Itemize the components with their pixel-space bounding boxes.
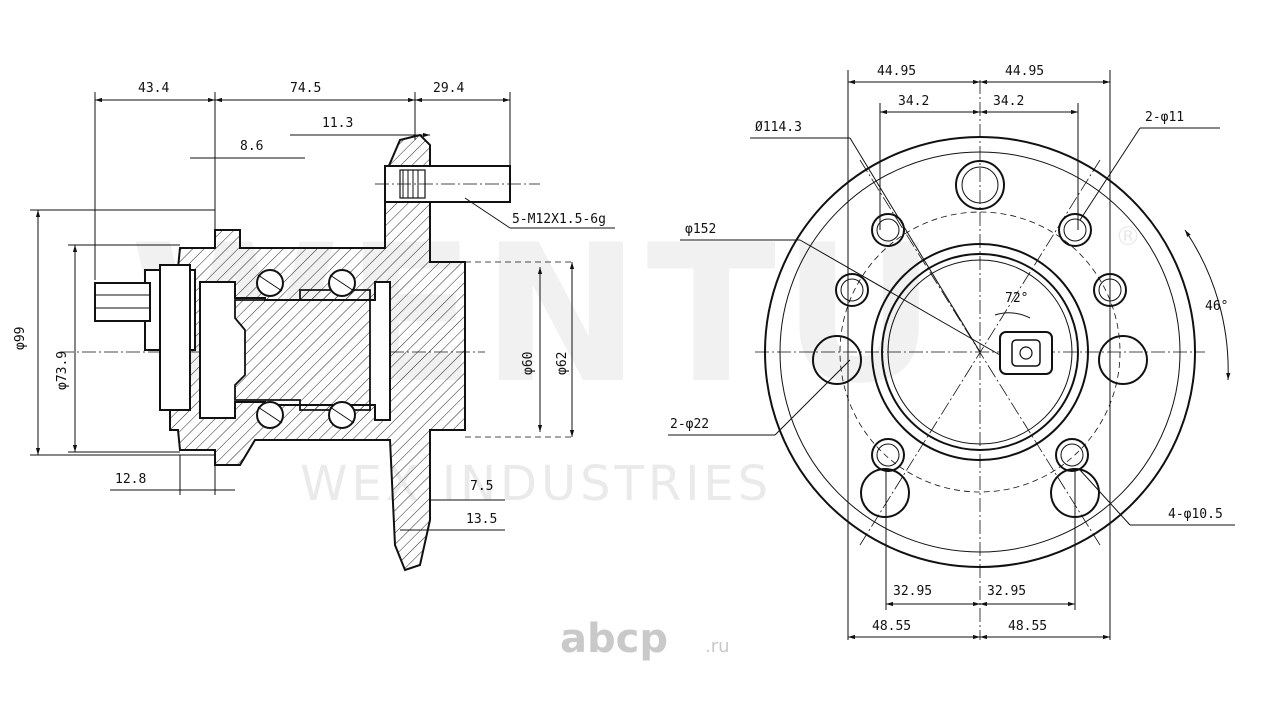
dim-top-r1: 44.95 [1005,64,1044,79]
site-logo: abcp .ru [560,616,730,662]
dim-phi99: φ99 [13,327,28,350]
dim-7-5: 7.5 [470,479,493,494]
logo-tld: .ru [705,636,730,657]
dim-bot-r2: 48.55 [1008,619,1047,634]
dim-top-l2: 34.2 [898,94,929,109]
dim-ang72: 72° [1005,291,1028,306]
wheel-stud [375,165,540,203]
dim-top-l1: 44.95 [877,64,916,79]
dim-29-4: 29.4 [433,81,464,96]
bearing-balls [256,269,356,429]
dim-phi60: φ60 [521,352,536,375]
dim-43-4: 43.4 [138,81,169,96]
dim-holes10-5: 4-φ10.5 [1168,507,1223,522]
watermark-company: WEX INDUSTRIES [300,456,772,512]
front-view: 44.95 44.95 34.2 34.2 Ø114.3 2-φ11 φ152 … [668,64,1235,640]
dim-phi73-9: φ73.9 [55,351,70,390]
dim-holes11: 2-φ11 [1145,110,1184,125]
dim-phi62: φ62 [555,352,570,375]
dim-bot-r1: 32.95 [987,584,1026,599]
dim-bot-l1: 32.95 [893,584,932,599]
dim-12-8: 12.8 [115,472,146,487]
watermark-registered: ® [1115,222,1141,252]
dim-11-3: 11.3 [322,116,353,131]
dim-phi152: φ152 [685,222,716,237]
dim-bot-l2: 48.55 [872,619,911,634]
dim-top-r2: 34.2 [993,94,1024,109]
side-section-view: 43.4 74.5 29.4 11.3 8.6 5-M12X1.5-6g φ99… [13,81,615,572]
dim-ang46: 46° [1205,299,1228,314]
dim-13-5: 13.5 [466,512,497,527]
dim-8-6: 8.6 [240,139,263,154]
abs-sensor-connector [999,331,1053,375]
dim-holes22: 2-φ22 [670,417,709,432]
dim-stud: 5-M12X1.5-6g [512,212,606,227]
dim-74-5: 74.5 [290,81,321,96]
logo-name: abcp [560,616,668,662]
dim-pcd: Ø114.3 [755,120,802,135]
